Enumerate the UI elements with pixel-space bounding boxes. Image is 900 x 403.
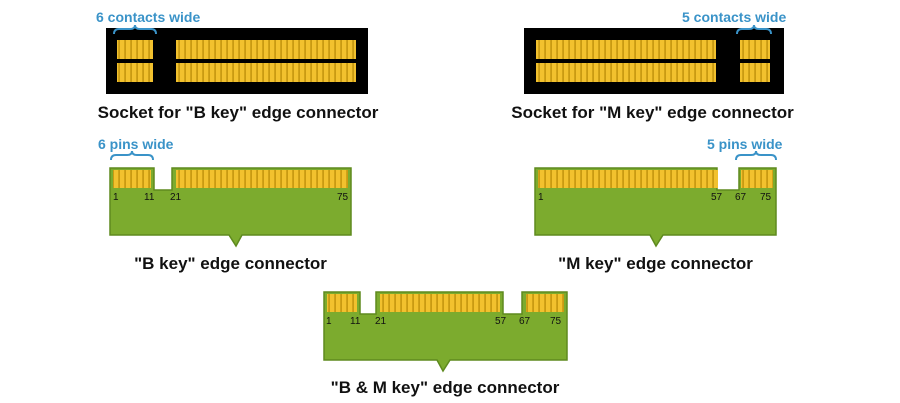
socket-m-contacts-top-left (536, 40, 716, 59)
m-key-pins-left (538, 170, 718, 188)
b-key-width-bracket (110, 150, 154, 161)
b-key-pins-left (113, 170, 151, 188)
m-key-width-label: 5 pins wide (707, 136, 783, 152)
bm-key-pin-1: 1 (326, 316, 332, 327)
socket-b-body (106, 28, 368, 94)
b-key-pin-11: 11 (144, 192, 155, 203)
socket-m-contacts-top-right (740, 40, 770, 59)
bm-key-pins-middle (380, 294, 500, 312)
bm-key-pins-left (327, 294, 357, 312)
bm-key-caption: "B & M key" edge connector (330, 378, 560, 397)
bm-key-pin-11: 11 (350, 316, 361, 327)
bm-key-connector (323, 291, 568, 373)
socket-b-width-label: 6 contacts wide (96, 9, 201, 25)
socket-b-caption: Socket for "B key" edge connector (97, 103, 379, 122)
b-key-pin-21: 21 (170, 192, 182, 203)
socket-b-key (106, 24, 368, 94)
bm-key-pin-75: 75 (550, 316, 562, 327)
m-key-pin-57: 57 (711, 192, 723, 203)
m-key-pin-75: 75 (760, 192, 772, 203)
b-key-pins-right (176, 170, 348, 188)
m-key-caption: "M key" edge connector (558, 254, 753, 273)
socket-b-contacts-bottom-right (176, 63, 356, 82)
socket-m-contacts-bottom-left (536, 63, 716, 82)
socket-m-key (524, 24, 784, 94)
socket-b-contacts-top-right (176, 40, 356, 59)
b-key-connector (109, 150, 352, 248)
m-key-pin-1: 1 (538, 192, 544, 203)
b-key-width-label: 6 pins wide (98, 136, 174, 152)
bm-key-pin-21: 21 (375, 316, 387, 327)
m-key-pin-67: 67 (735, 192, 747, 203)
socket-b-width-bracket (113, 24, 157, 35)
bm-key-pin-67: 67 (519, 316, 531, 327)
socket-b-contacts-bottom-left (117, 63, 153, 82)
m-key-pins-right (741, 170, 773, 188)
b-key-pin-1: 1 (113, 192, 119, 203)
socket-m-caption: Socket for "M key" edge connector (511, 103, 794, 122)
socket-m-width-label: 5 contacts wide (682, 9, 787, 25)
b-key-caption: "B key" edge connector (134, 254, 327, 273)
m-key-connector (534, 150, 777, 248)
socket-m-body (524, 28, 784, 94)
socket-m-contacts-bottom-right (740, 63, 770, 82)
socket-b-contacts-top-left (117, 40, 153, 59)
bm-key-pins-right (526, 294, 564, 312)
m-key-width-bracket (735, 150, 777, 161)
bm-key-pin-57: 57 (495, 316, 507, 327)
b-key-pin-75: 75 (337, 192, 349, 203)
socket-m-width-bracket (736, 24, 772, 35)
